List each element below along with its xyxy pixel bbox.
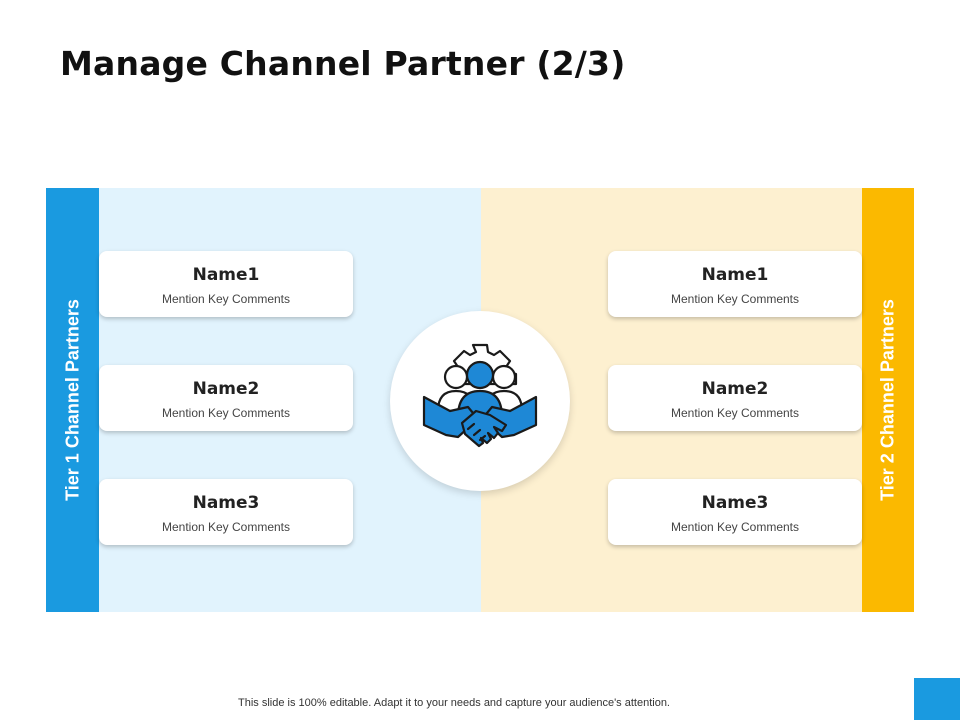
card-comment: Mention Key Comments [161,292,291,306]
corner-accent [914,678,960,720]
tier2-bar: Tier 2 Channel Partners [862,188,914,612]
card-name: Name3 [701,493,769,513]
slide-title: Manage Channel Partner (2/3) [60,44,626,83]
tier2-card-3[interactable]: Name3 Mention Key Comments [608,479,862,545]
card-name: Name3 [192,493,260,513]
tier1-card-2[interactable]: Name2 Mention Key Comments [99,365,353,431]
card-comment: Mention Key Comments [161,406,291,420]
center-circle [390,311,570,491]
card-name: Name2 [701,379,769,399]
card-comment: Mention Key Comments [161,520,291,534]
tier2-card-2[interactable]: Name2 Mention Key Comments [608,365,862,431]
card-comment: Mention Key Comments [670,520,800,534]
tier1-card-1[interactable]: Name1 Mention Key Comments [99,251,353,317]
tier1-card-3[interactable]: Name3 Mention Key Comments [99,479,353,545]
card-name: Name2 [192,379,260,399]
tier1-bar: Tier 1 Channel Partners [46,188,99,612]
card-name: Name1 [192,265,260,285]
card-comment: Mention Key Comments [670,292,800,306]
card-comment: Mention Key Comments [670,406,800,420]
footer-note: This slide is 100% editable. Adapt it to… [238,697,670,709]
tier1-label: Tier 1 Channel Partners [62,299,82,501]
tier2-card-1[interactable]: Name1 Mention Key Comments [608,251,862,317]
card-name: Name1 [701,265,769,285]
tier2-label: Tier 2 Channel Partners [877,299,898,501]
partnership-handshake-icon [422,343,538,448]
